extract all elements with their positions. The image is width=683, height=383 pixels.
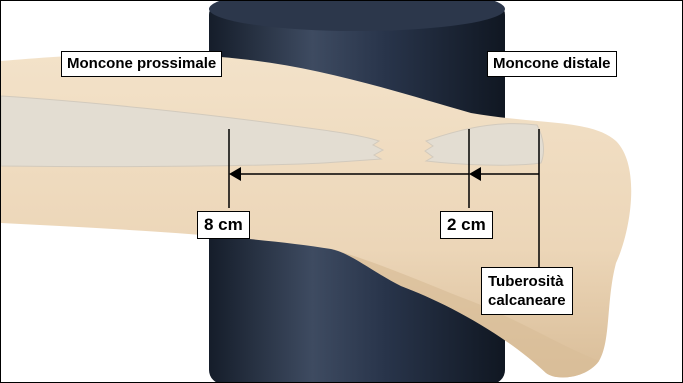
label-proximal-stump: Moncone prossimale [61,51,222,77]
label-calcaneal-tuberosity-line1: Tuberosità [488,272,566,291]
label-8cm: 8 cm [197,211,250,239]
label-distal-stump: Moncone distale [487,51,617,77]
label-calcaneal-tuberosity: Tuberosità calcaneare [481,267,573,315]
label-calcaneal-tuberosity-line2: calcaneare [488,291,566,310]
label-2cm: 2 cm [440,211,493,239]
